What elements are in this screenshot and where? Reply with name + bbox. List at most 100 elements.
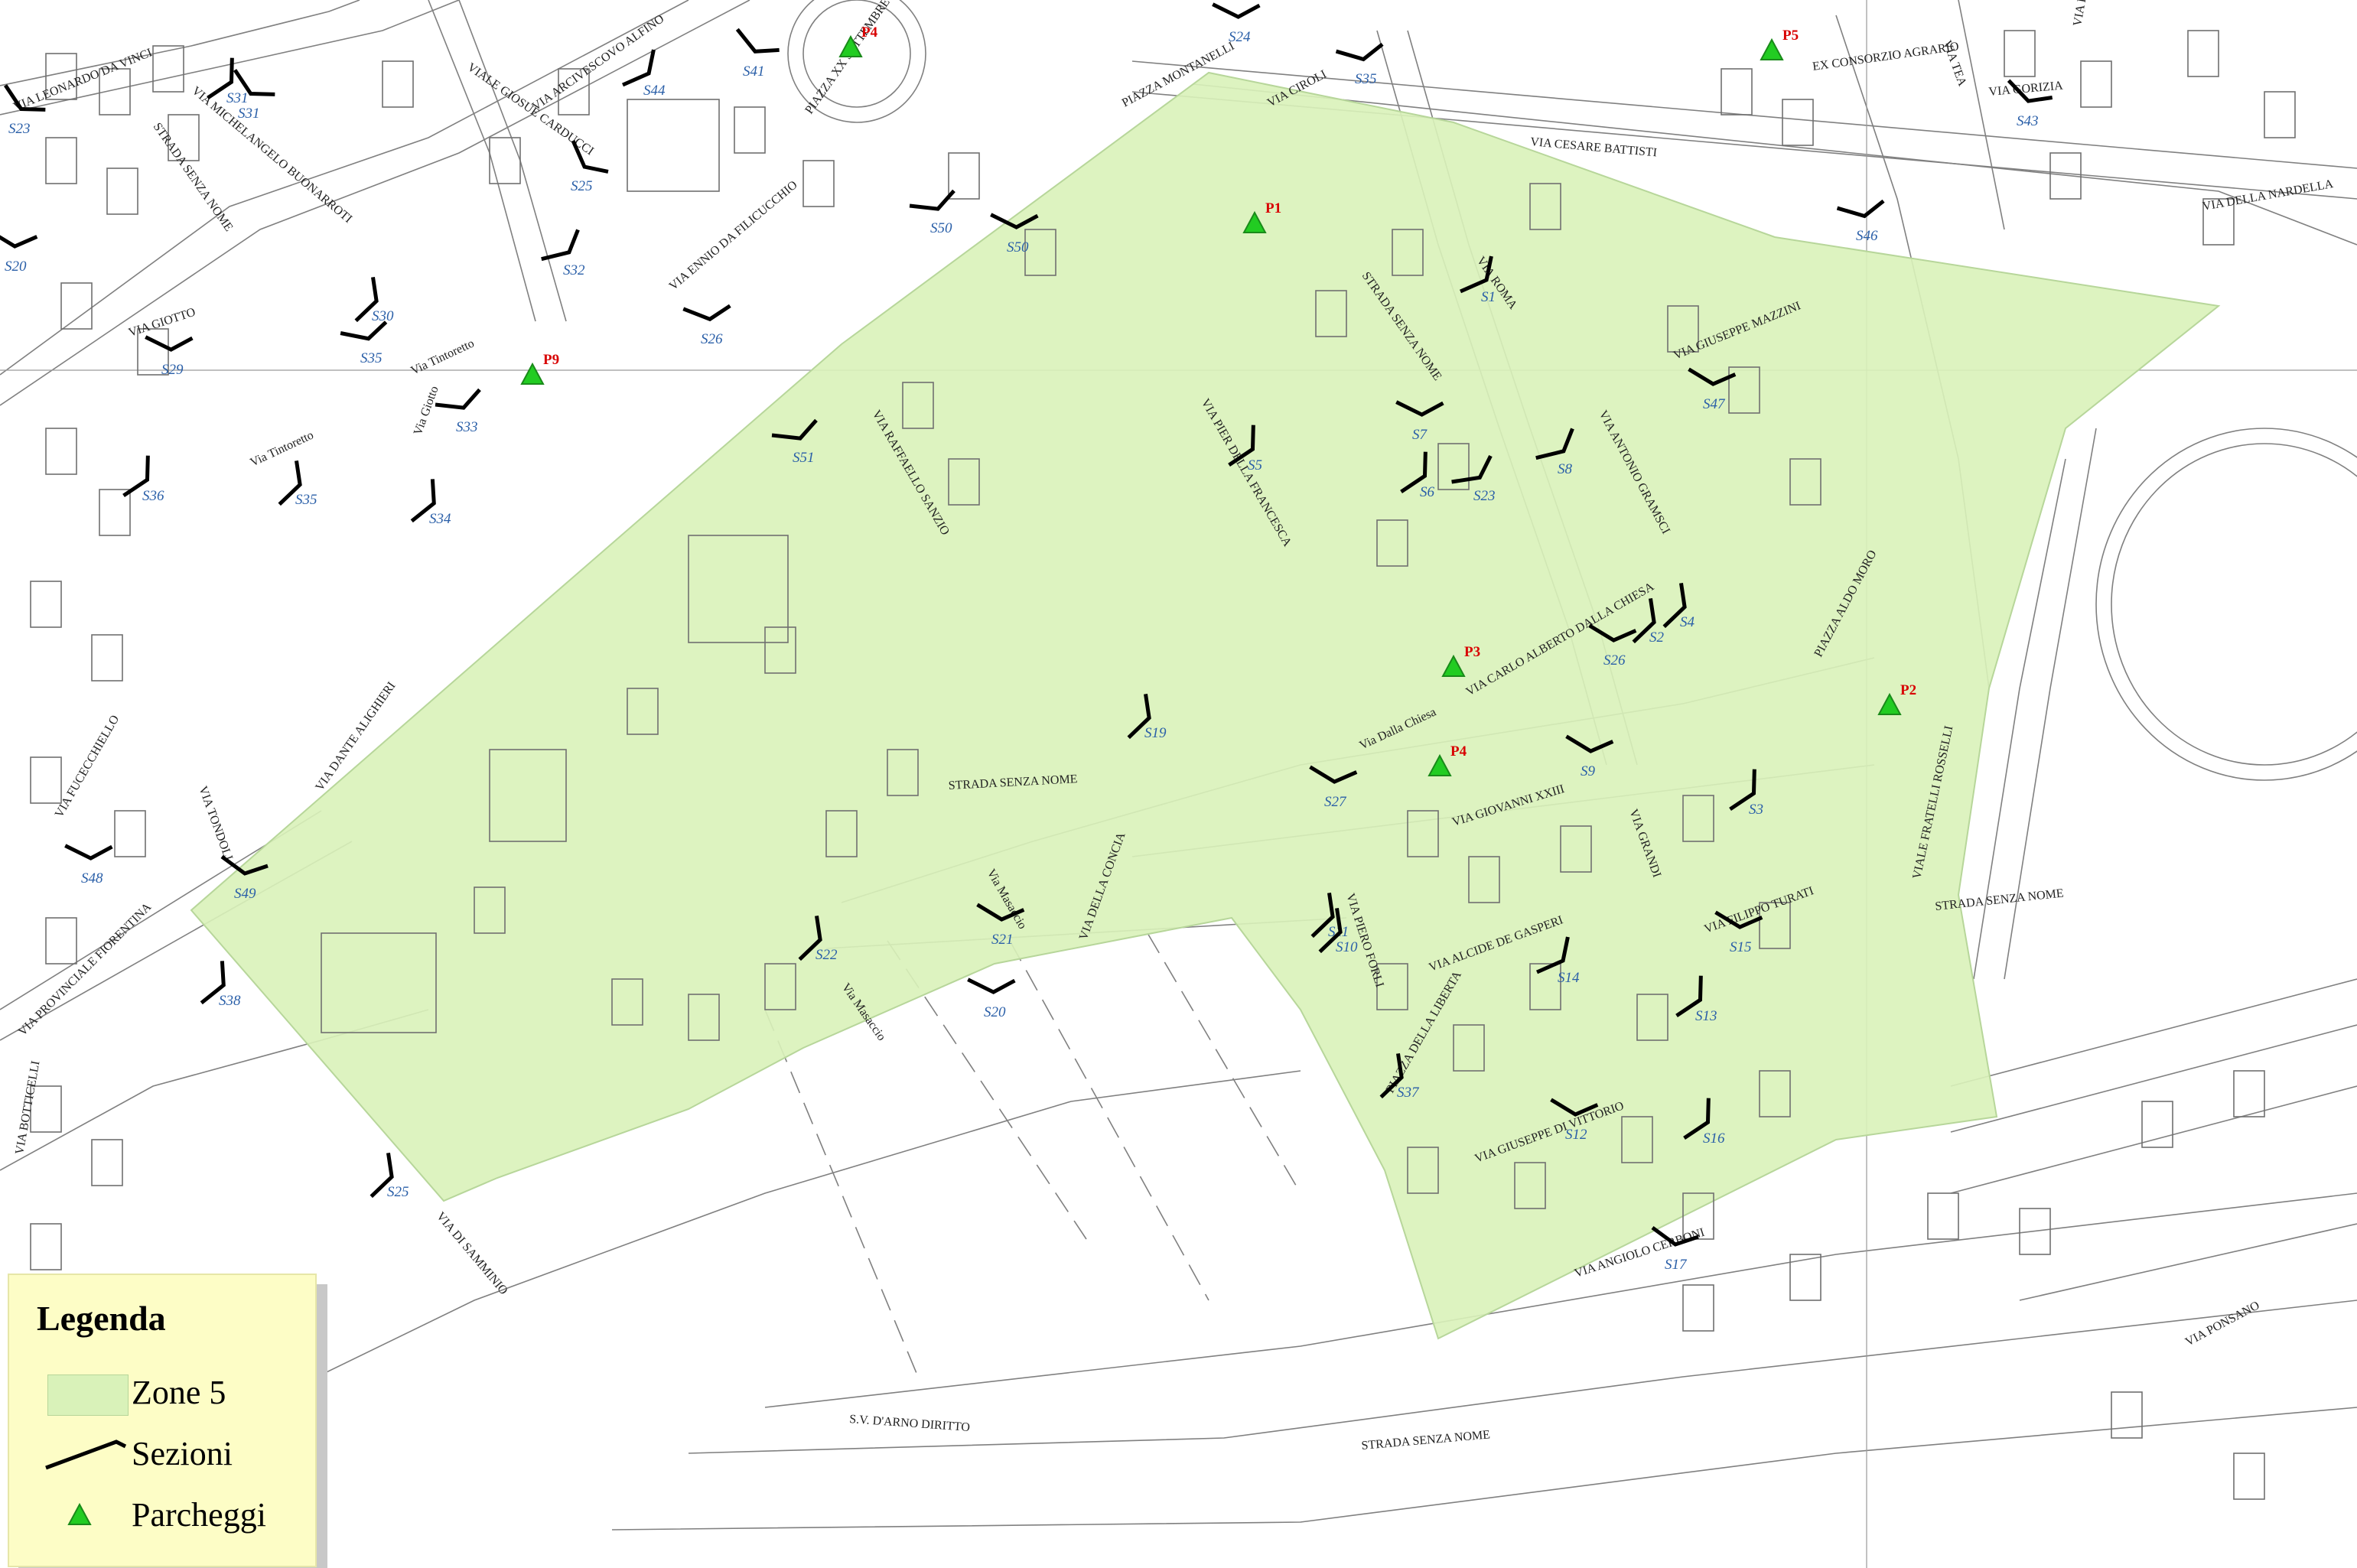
parking-label: P1	[1265, 200, 1281, 216]
street-label: VIA GIOTTO	[127, 306, 197, 340]
section-label: S4	[1680, 614, 1695, 630]
section-hook	[233, 69, 275, 96]
section-marker: S23	[3, 84, 46, 137]
section-marker: S35	[340, 320, 388, 366]
section-hook	[541, 229, 580, 262]
section-hook	[1228, 425, 1255, 467]
section-label: S33	[456, 419, 478, 435]
street-label: VIA RIAVE	[2071, 0, 2094, 28]
section-label: S19	[1144, 725, 1167, 741]
section-marker: S34	[410, 479, 451, 527]
triangle-icon	[838, 34, 863, 57]
section-label: S9	[1581, 763, 1596, 779]
section-label: S14	[1558, 970, 1580, 986]
section-marker: S32	[541, 229, 585, 278]
street-label: VIA TEA	[1940, 39, 1968, 89]
parking-label: P2	[1900, 682, 1916, 698]
parking-marker[interactable]: P4	[838, 24, 878, 57]
section-marker: S20	[0, 229, 38, 275]
section-marker: S25	[370, 1152, 409, 1200]
parking-marker[interactable]: P4	[1428, 743, 1467, 776]
street-label: STRADA SENZA NOME	[1361, 1428, 1491, 1453]
section-label: S41	[743, 63, 765, 80]
section-marker: S8	[1535, 428, 1574, 477]
section-hook	[145, 335, 194, 352]
triangle-icon	[1428, 753, 1452, 776]
section-label: S2	[1649, 629, 1665, 646]
parking-marker[interactable]: P3	[1441, 644, 1480, 677]
section-hook	[1460, 255, 1493, 294]
section-hook	[1536, 936, 1570, 974]
parking-marker[interactable]: P2	[1877, 682, 1916, 715]
section-hook	[354, 276, 379, 323]
section-hook	[64, 844, 113, 860]
section-marker: S16	[1683, 1098, 1725, 1147]
section-label: S16	[1703, 1130, 1725, 1147]
triangle-icon	[1242, 210, 1267, 233]
parking-marker[interactable]: P5	[1760, 28, 1799, 60]
section-label: S24	[1229, 29, 1251, 45]
street-label: VIA DI SAMMINIO	[434, 1210, 510, 1297]
section-hook	[1688, 367, 1737, 386]
section-marker: S3	[1729, 769, 1763, 818]
section-marker: S35	[1335, 42, 1384, 87]
section-hook	[340, 320, 388, 341]
section-label: S22	[816, 947, 838, 963]
zone-5-area	[190, 71, 2221, 1340]
section-marker: S20	[967, 978, 1016, 1020]
section-marker: S10	[1318, 907, 1358, 955]
section-hook	[990, 213, 1039, 229]
section-label: S46	[1856, 228, 1878, 244]
section-label: S25	[387, 1184, 409, 1200]
section-hook	[0, 229, 38, 249]
section-marker: S7	[1395, 400, 1444, 443]
section-marker: S46	[1836, 199, 1885, 244]
section-hook	[410, 479, 436, 523]
section-label: S5	[1248, 457, 1262, 473]
parking-marker[interactable]: P1	[1242, 200, 1281, 233]
section-marker: S43	[2007, 79, 2053, 129]
section-label: S32	[563, 262, 585, 278]
section-label: S1	[1481, 289, 1496, 305]
section-label: S17	[1665, 1257, 1688, 1273]
section-label: S31	[238, 106, 260, 122]
section-marker: S17	[1651, 1225, 1699, 1273]
section-label: S26	[701, 331, 723, 347]
street-label: VIA TONDOLI	[196, 785, 235, 863]
section-label: S44	[643, 83, 666, 99]
section-hook	[1675, 975, 1703, 1018]
parking-label: P5	[1782, 28, 1799, 44]
section-marker: S31	[207, 57, 249, 106]
section-hook	[909, 189, 955, 211]
section-marker: S30	[354, 276, 394, 324]
legend-item-label: Zone 5	[132, 1374, 226, 1411]
section-marker: S14	[1536, 936, 1580, 986]
section-hook	[3, 84, 46, 112]
section-hook	[220, 854, 269, 876]
section-label: S20	[984, 1004, 1006, 1020]
parking-marker[interactable]: P9	[520, 352, 559, 385]
section-label: S10	[1336, 939, 1358, 955]
section-hook	[622, 49, 656, 87]
section-line-icon	[45, 1440, 127, 1470]
section-hook	[200, 961, 226, 1005]
section-marker: S48	[64, 844, 113, 886]
zone-swatch	[47, 1374, 129, 1416]
section-marker: S50	[909, 189, 955, 236]
section-hook	[1714, 910, 1763, 929]
section-hook	[207, 57, 234, 100]
section-hook	[1310, 892, 1335, 939]
section-marker: S22	[798, 915, 838, 963]
section-marker: S36	[122, 455, 164, 504]
section-label: S23	[8, 121, 31, 137]
section-hook	[1379, 1052, 1404, 1099]
street-label: VIA FUCECCHIELLO	[53, 713, 122, 820]
section-hook	[1662, 582, 1687, 629]
section-label: S29	[161, 362, 184, 378]
street-label: VIA ENNIO DA FILICUCCHIO	[667, 178, 800, 293]
parking-label: P3	[1464, 644, 1480, 660]
street-label: Via Giotto	[412, 385, 441, 438]
street-label: EX CONSORZIO AGRARIO	[1812, 40, 1959, 73]
